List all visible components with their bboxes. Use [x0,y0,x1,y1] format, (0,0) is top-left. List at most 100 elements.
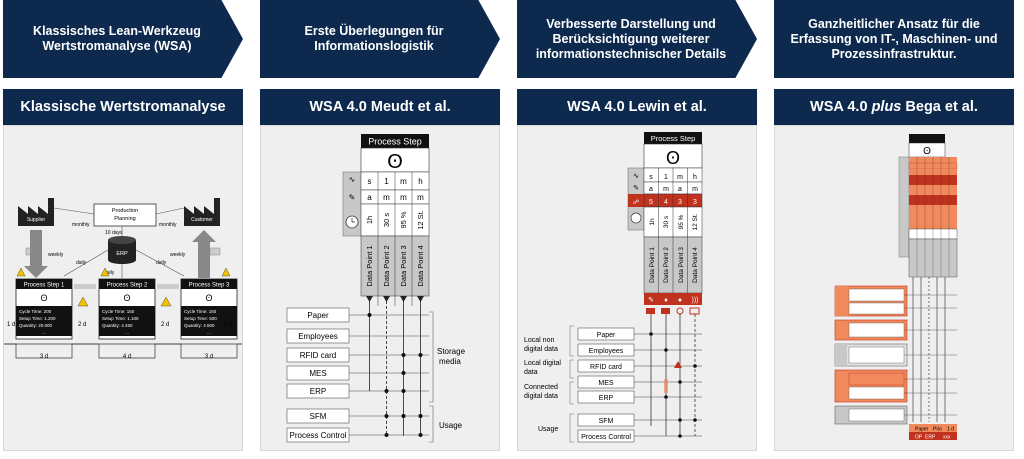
classic-vsm-panel: Supplier Customer Production Planning mo… [3,125,243,451]
ten-days-label: 10 days [105,230,123,236]
warning-icon [16,267,26,277]
panel-title: Klassische Wertstromanalyse [20,99,226,115]
lead-time-label: 2 d [161,322,169,328]
small-symbol-icon [646,308,655,314]
svg-text:RFID card: RFID card [590,364,622,371]
svg-text:m: m [692,186,698,193]
daily-label-right: daily [156,260,167,266]
pen-icon: ✎ [648,297,654,304]
svg-text:Process Control: Process Control [581,434,631,441]
lewin-panel: Process Step ʘ ∿ ✎ ☍ s 1 m h a m a m 5 4 [517,125,757,451]
svg-text:s: s [649,174,653,181]
process-step-title: Process Step [368,137,422,147]
wave-icon: ∿ [633,173,639,180]
legend-text: ERP [925,435,936,441]
process-step-2-box: Process Step 2 ʘ Cycle Time: 150 Setup T… [98,278,156,340]
operator-icon: ʘ [666,148,680,168]
svg-text:...: ... [125,330,129,335]
svg-text:Quantity: 20.000: Quantity: 20.000 [19,323,53,328]
operator-icon: ʘ [387,151,403,173]
operator-icon: ʘ [205,293,212,303]
daily-label-left: daily [76,260,87,266]
svg-text:1h: 1h [649,218,656,226]
svg-text:a: a [678,186,682,193]
local-non-digital-label-2: digital data [524,346,558,353]
svg-text:m: m [383,193,390,202]
svg-text:m: m [663,186,669,193]
svg-text:Cycle Time: 150: Cycle Time: 150 [184,309,217,314]
svg-text:12 St.: 12 St. [416,210,425,230]
panel-header-1: Klassische Wertstromanalyse [3,89,243,125]
warning-icon [674,361,682,368]
step-text: Verbesserte Darstellung und Berücksichti… [535,16,727,61]
push-arrow-icon [74,284,96,289]
erp-database-icon: ERP [108,236,136,264]
svg-text:Paper: Paper [597,332,616,339]
storage-media-list: Paper Employees RFID card MES ERP SFM Pr… [286,307,350,443]
panel-title: WSA 4.0 plus Bega et al. [810,99,978,115]
svg-text:95 %: 95 % [399,211,408,228]
function-icon-bar [644,293,702,305]
svg-text:s: s [368,177,372,186]
step-arrow-2: Erste Überlegungen für Informationslogis… [260,0,500,78]
svg-text:...: ... [207,330,211,335]
step-arrow-4: Ganzheitlicher Ansatz für die Erfassung … [774,0,1014,78]
svg-text:12 St.: 12 St. [692,213,699,230]
process-time-label: 4 d [123,354,131,360]
link-marker [664,379,668,393]
pen-icon: ✎ [633,185,639,192]
customer-label: Customer [191,217,213,223]
customer-factory-icon: Customer [184,198,220,226]
svg-text:ERP: ERP [599,395,614,402]
legend-text: Paper [915,427,929,433]
svg-text:Process Step 2: Process Step 2 [107,283,148,289]
legend-text: xxx [943,435,951,441]
svg-text:SFM: SFM [599,418,614,425]
wave-icon: ∿ [349,175,356,184]
bega-grid [908,157,958,278]
process-time-label: 3 d [205,354,213,360]
svg-text:1: 1 [384,177,389,186]
pen-icon: ✎ [349,193,356,202]
connected-digital-label: Connected [524,384,558,391]
operator-icon: ʘ [123,293,130,303]
inbound-arrow-icon [24,230,48,278]
weekly-label-left: weekly [48,252,64,258]
svg-text:m: m [400,177,407,186]
panel-header-4: WSA 4.0 plus Bega et al. [774,89,1014,125]
svg-text:3: 3 [678,199,682,206]
meudt-grid: s 1 m h a m m m 1h 30 s 95 % 12 St. Data… [360,171,430,306]
meudt-diagram: Process Step ʘ ∿ ✎ s 1 m h a m m m 1h 30… [286,134,466,443]
svg-text:a: a [649,186,653,193]
process-step-title: Process Step [651,134,696,143]
network-icon [628,194,644,207]
svg-text:a: a [367,193,372,202]
operator-icon: ʘ [40,293,47,303]
planning-label: Production [112,208,138,214]
svg-text:Data Point 4: Data Point 4 [692,247,699,283]
svg-text:Setup Time: 1.200: Setup Time: 1.200 [19,316,56,321]
warning-icon [77,296,89,307]
svg-text:m: m [417,193,424,202]
planning-label-2: Planning [114,216,135,222]
chat-icon: ● [678,297,682,304]
svg-text:Data Point 1: Data Point 1 [649,247,656,283]
svg-text:5: 5 [649,199,653,206]
svg-text:Process Step 1: Process Step 1 [24,283,65,289]
production-planning-box [93,203,157,227]
svg-text:...: ... [42,330,46,335]
signal-icon: ))) [692,297,699,304]
lead-time-label: 1 d [224,322,232,328]
svg-text:Data Point 2: Data Point 2 [382,245,391,286]
connected-digital-label-2: digital data [524,393,558,400]
storage-media-label: Storage [437,347,466,356]
monthly-label-left: monthly [72,222,90,228]
lewin-grid: s 1 m h a m a m 5 4 3 3 1h 30 s 95 % 12 … [643,167,703,294]
truck-icon-right [209,247,221,256]
lead-time-label: 2 d [78,322,86,328]
svg-text:Data Point 4: Data Point 4 [416,245,425,286]
svg-text:MES: MES [598,380,614,387]
daily-label-mid: daily [104,270,115,276]
legend-text: 1 d [947,427,954,433]
search-icon [676,307,684,315]
